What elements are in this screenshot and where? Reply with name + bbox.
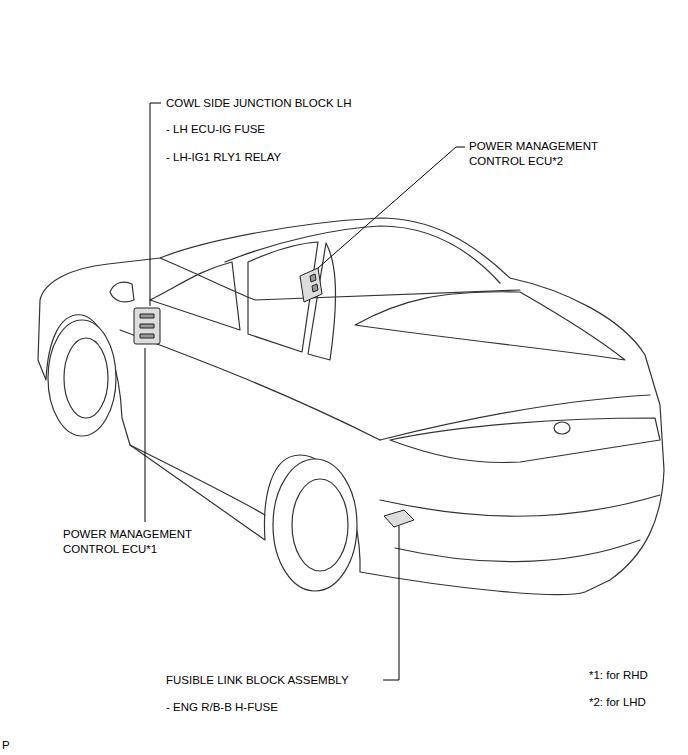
front-wheel (64, 338, 108, 418)
side-windows (308, 243, 336, 360)
leader-line (318, 147, 465, 268)
body-line (120, 330, 380, 440)
fusible-link-block (384, 510, 414, 527)
part-label: COWL SIDE JUNCTION BLOCK LH (166, 96, 352, 111)
emblem (554, 422, 570, 434)
part-label: POWER MANAGEMENT CONTROL ECU*1 (63, 527, 213, 557)
part-label: - LH ECU-IG FUSE (166, 122, 265, 137)
ecu-box (310, 274, 318, 292)
leader-line (145, 348, 146, 522)
tail-lamp (390, 418, 660, 463)
junction-block (140, 314, 154, 338)
part-label: POWER MANAGEMENT CONTROL ECU*2 (469, 139, 609, 169)
rear-wheel (292, 479, 348, 571)
part-label: FUSIBLE LINK BLOCK ASSEMBLY (166, 673, 349, 688)
part-label: *1: for RHD (589, 668, 648, 683)
trunk-line (380, 395, 650, 440)
side-windows (150, 262, 240, 330)
part-label: P (2, 738, 10, 753)
ecu-box (300, 268, 322, 302)
junction-block (134, 308, 160, 344)
rear-window (355, 292, 625, 360)
rear-wheel (273, 459, 357, 591)
rear-bumper (380, 495, 660, 516)
car-roof (160, 258, 520, 300)
mirror (110, 282, 134, 302)
part-label: *2: for LHD (589, 695, 646, 710)
rear-bumper (395, 540, 640, 562)
front-wheel (48, 320, 116, 436)
part-label: - ENG R/B-B H-FUSE (166, 700, 278, 715)
part-label: - LH-IG1 RLY1 RELAY (166, 150, 281, 165)
car-body (38, 218, 664, 595)
leader-line (383, 526, 399, 680)
leader-line (150, 103, 161, 306)
body-line (130, 445, 265, 515)
